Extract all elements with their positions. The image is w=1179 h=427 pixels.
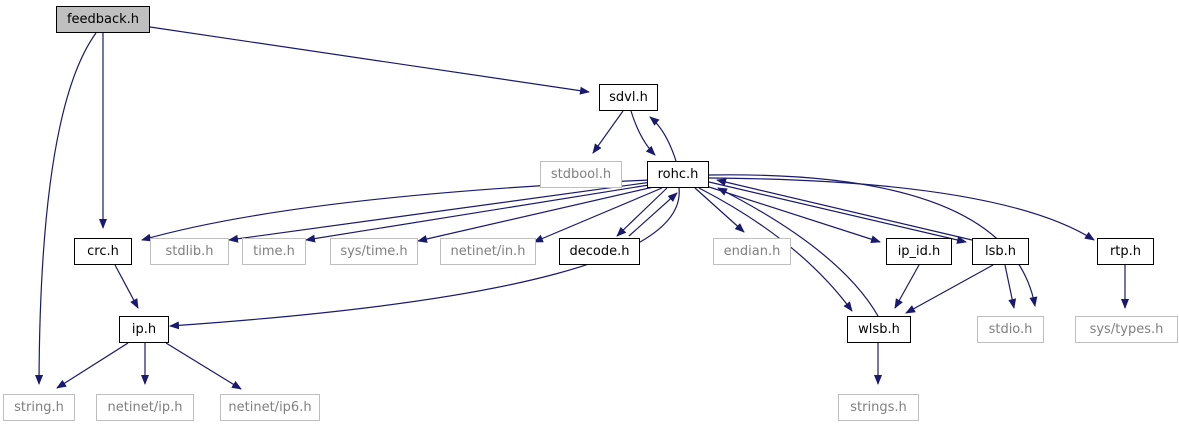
edge-lsb-to-rohc bbox=[716, 178, 973, 241]
node-ip-id-h[interactable]: ip_id.h bbox=[886, 238, 952, 265]
node-lsb-h[interactable]: lsb.h bbox=[972, 238, 1029, 265]
node-endian-h: endian.h bbox=[713, 238, 791, 265]
edge-ip-to-netinet-ip6 bbox=[165, 342, 242, 390]
edge-rohc-to-decode bbox=[616, 187, 668, 237]
edge-rohc-to-endian bbox=[694, 187, 745, 233]
node-wlsb-h[interactable]: wlsb.h bbox=[847, 316, 911, 343]
edge-wlsb-to-rohc bbox=[717, 187, 879, 317]
edge-rohc-to-stdlib bbox=[228, 181, 653, 243]
node-time-h: time.h bbox=[242, 238, 306, 265]
edge-lsb-to-stdio bbox=[1004, 264, 1017, 309]
edge-ip-to-string bbox=[56, 342, 129, 389]
edge-lsb-to-wlsb bbox=[905, 264, 994, 314]
edge-rohc-to-lsb bbox=[708, 181, 967, 244]
node-stdbool-h: stdbool.h bbox=[540, 161, 622, 188]
node-netinet-ip-h: netinet/ip.h bbox=[96, 394, 194, 421]
node-feedback-h[interactable]: feedback.h bbox=[56, 6, 150, 33]
node-sdvl-h[interactable]: sdvl.h bbox=[599, 84, 658, 111]
edge-feedback-to-string bbox=[35, 32, 97, 385]
edge-rohc-to-ip bbox=[169, 187, 680, 330]
node-rohc-h[interactable]: rohc.h bbox=[647, 161, 709, 188]
node-decode-h[interactable]: decode.h bbox=[559, 238, 640, 265]
node-netinet-in-h: netinet/in.h bbox=[440, 238, 536, 265]
edge-rohc-to-crc bbox=[141, 179, 651, 242]
node-crc-h[interactable]: crc.h bbox=[74, 238, 132, 265]
node-sys-time-h: sys/time.h bbox=[330, 238, 418, 265]
node-netinet-ip6-h: netinet/ip6.h bbox=[220, 394, 320, 421]
node-stdlib-h: stdlib.h bbox=[150, 238, 229, 265]
edge-rohc-to-stdio bbox=[708, 174, 1038, 307]
edge-rohc-to-rtp bbox=[708, 177, 1095, 241]
node-sys-types-h: sys/types.h bbox=[1075, 316, 1178, 343]
edge-sdvl-to-rohc bbox=[630, 110, 656, 156]
node-rtp-h[interactable]: rtp.h bbox=[1097, 238, 1154, 265]
edge-decode-to-rohc bbox=[628, 192, 678, 237]
edge-crc-to-ip bbox=[114, 264, 139, 309]
edge-sdvl-to-stdbool bbox=[592, 110, 624, 154]
node-stdio-h: stdio.h bbox=[977, 316, 1044, 343]
node-ip-h[interactable]: ip.h bbox=[119, 316, 169, 343]
edge-rohc-to-ip-id bbox=[705, 185, 881, 244]
node-string-h: string.h bbox=[3, 394, 75, 421]
edge-feedback-to-sdvl bbox=[149, 26, 590, 95]
edge-rohc-to-sdvl bbox=[649, 116, 677, 162]
edge-rohc-to-time bbox=[305, 183, 656, 243]
node-strings-h: strings.h bbox=[838, 394, 919, 421]
edge-ip-id-to-wlsb bbox=[894, 264, 920, 309]
edge-rohc-to-netinet-in bbox=[533, 187, 663, 243]
edge-rohc-to-sys-time bbox=[417, 185, 659, 243]
